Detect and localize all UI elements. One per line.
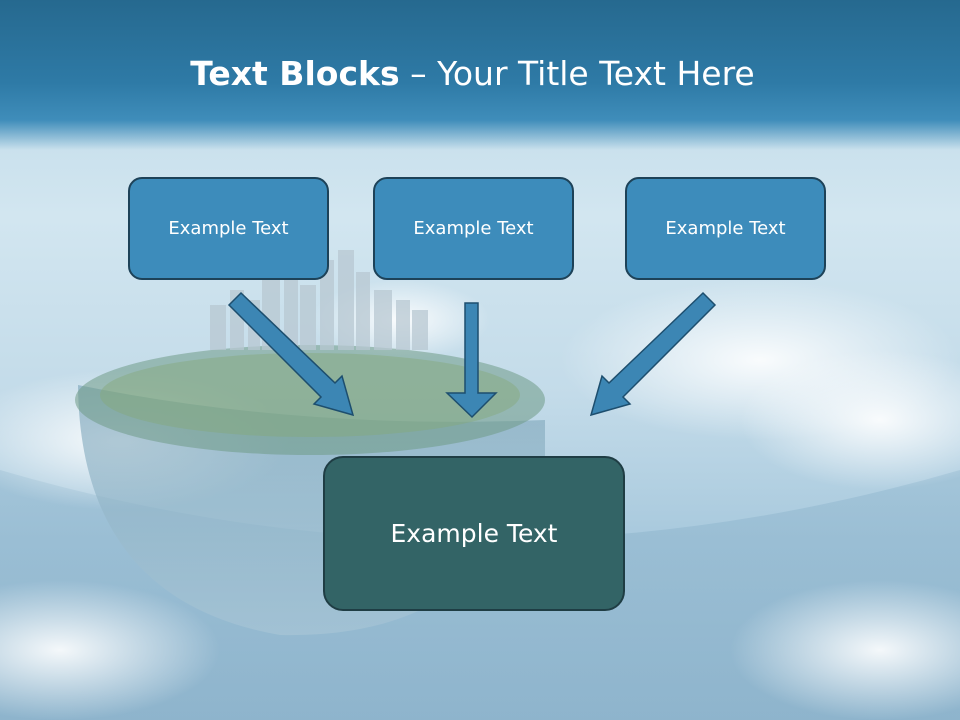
title-rest: Your Title Text Here xyxy=(437,54,755,93)
slide-title: Text Blocks – Your Title Text Here xyxy=(0,54,945,94)
arrow-left-diagonal xyxy=(227,291,355,417)
arrow-center-vertical xyxy=(445,302,498,419)
center-text-block-label: Example Text xyxy=(390,519,558,548)
text-block-3-label: Example Text xyxy=(665,218,786,239)
text-block-3[interactable]: Example Text xyxy=(625,177,826,280)
title-dash: – xyxy=(399,54,438,93)
text-block-2[interactable]: Example Text xyxy=(373,177,574,280)
title-bold: Text Blocks xyxy=(190,54,400,93)
text-block-2-label: Example Text xyxy=(413,218,534,239)
center-text-block[interactable]: Example Text xyxy=(323,456,625,611)
text-block-1-label: Example Text xyxy=(168,218,289,239)
arrow-right-diagonal xyxy=(589,291,717,417)
header-band xyxy=(0,0,960,150)
text-block-1[interactable]: Example Text xyxy=(128,177,329,280)
